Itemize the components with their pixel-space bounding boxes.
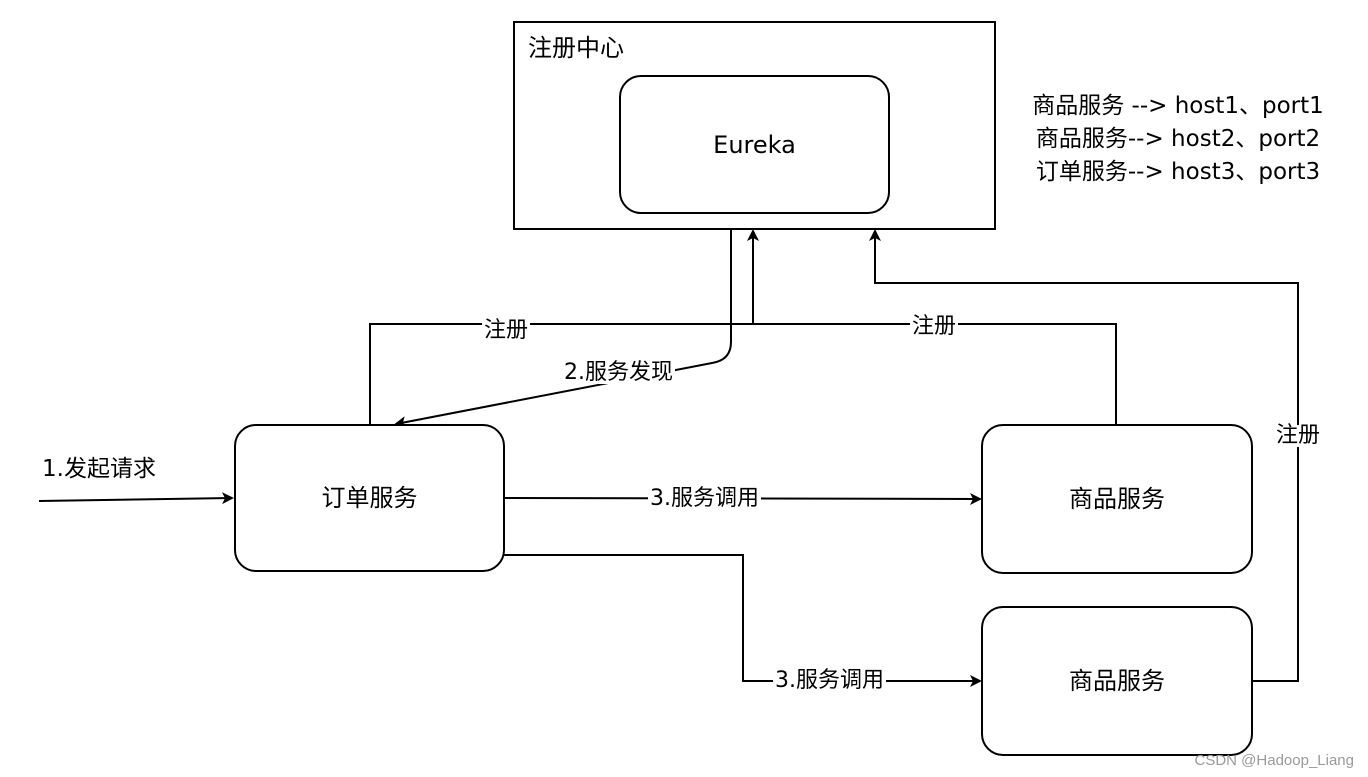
eureka-label: Eureka (713, 130, 796, 159)
edge-invoke-2 (504, 554, 982, 687)
edge-register-order (369, 229, 759, 424)
order-service-node[interactable] (234, 424, 505, 572)
product-service-node-2[interactable] (981, 606, 1253, 756)
registry-row: 商品服务 --> host1、port1 (1032, 93, 1324, 119)
registry-row: 商品服务--> host2、port2 (1035, 126, 1321, 152)
product-service-label-2: 商品服务 (1069, 667, 1165, 695)
edge-register-product-2 (869, 229, 1299, 682)
edge-label-request: 1.发起请求 (42, 456, 156, 482)
edge-label-invoke-1: 3.服务调用 (648, 486, 761, 511)
registry-row: 订单服务--> host3、port3 (1035, 159, 1321, 185)
edge-discovery (394, 229, 732, 428)
edge-label-discovery: 2.服务发现 (562, 360, 675, 385)
edge-register-product-1 (753, 323, 1117, 424)
product-service-label-1: 商品服务 (1069, 485, 1165, 513)
product-service-node-1[interactable] (981, 424, 1253, 574)
eureka-node[interactable] (619, 75, 890, 214)
edge-label-register-product-2: 注册 (1274, 423, 1323, 448)
edge-request (38, 492, 234, 505)
registry-center-title: 注册中心 (528, 34, 624, 62)
edge-label-register-order: 注册 (482, 318, 531, 343)
watermark: CSDN @Hadoop_Liang (1194, 752, 1355, 769)
order-service-label: 订单服务 (321, 484, 418, 512)
edge-label-register-product-1: 注册 (910, 314, 959, 339)
edge-label-invoke-2: 3.服务调用 (773, 668, 886, 693)
registry-table: 商品服务 --> host1、port1 商品服务--> host2、port2… (1018, 90, 1338, 189)
